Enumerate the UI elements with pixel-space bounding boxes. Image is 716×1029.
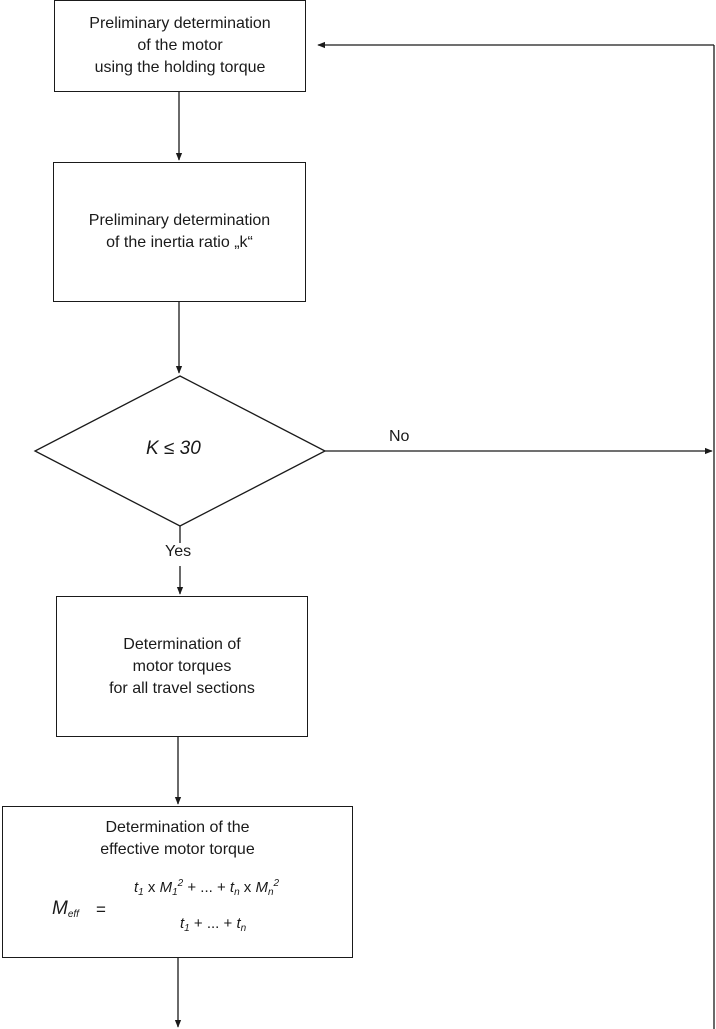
box-motor-holding-torque: Preliminary determination of the motor u… [54, 0, 306, 92]
no-label: No [389, 428, 410, 445]
box-line: using the holding torque [94, 59, 266, 76]
box-line: Preliminary determination [89, 15, 271, 32]
box-line: effective motor torque [100, 841, 255, 858]
box-line: Determination of [123, 635, 241, 653]
box-line: of the inertia ratio „k“ [106, 234, 253, 251]
box-motor-torques: Determination of motor torques for all t… [56, 596, 308, 737]
box-line: Preliminary determination [88, 212, 271, 229]
box-line: of the motor [137, 37, 223, 54]
box-line: motor torques [132, 657, 232, 675]
decision-condition: K ≤ 30 [146, 438, 201, 459]
box-line: for all travel sections [109, 679, 255, 697]
box-effective-torque: Determination of the effective motor tor… [2, 806, 353, 958]
box-inertia-ratio: Preliminary determination of the inertia… [53, 162, 306, 302]
box-line: Determination of the [105, 819, 250, 836]
yes-label: Yes [165, 543, 192, 560]
